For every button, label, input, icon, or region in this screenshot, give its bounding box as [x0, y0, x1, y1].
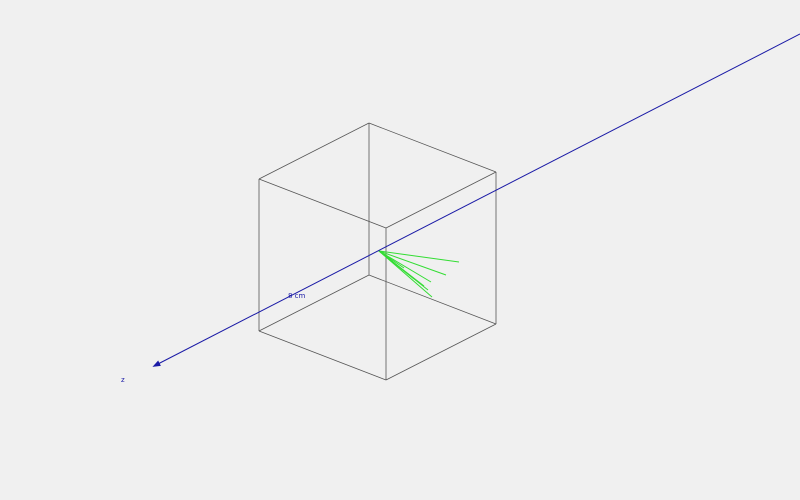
- box-edge: [258, 274, 370, 332]
- box-edge: [258, 178, 387, 229]
- box-edge: [258, 122, 370, 180]
- track: [378, 250, 394, 263]
- z-axis-line: [152, 33, 800, 367]
- track: [378, 250, 432, 283]
- box-edge: [385, 171, 497, 229]
- particle-tracks: [378, 250, 460, 298]
- box-edge: [368, 122, 497, 173]
- box-edge: [258, 330, 387, 381]
- box-edge: [385, 323, 497, 381]
- box-edge: [368, 274, 497, 325]
- axis-scale-label: 8 cm: [288, 292, 306, 300]
- track: [378, 250, 460, 263]
- z-axis-label: z: [121, 376, 125, 384]
- track: [378, 250, 447, 276]
